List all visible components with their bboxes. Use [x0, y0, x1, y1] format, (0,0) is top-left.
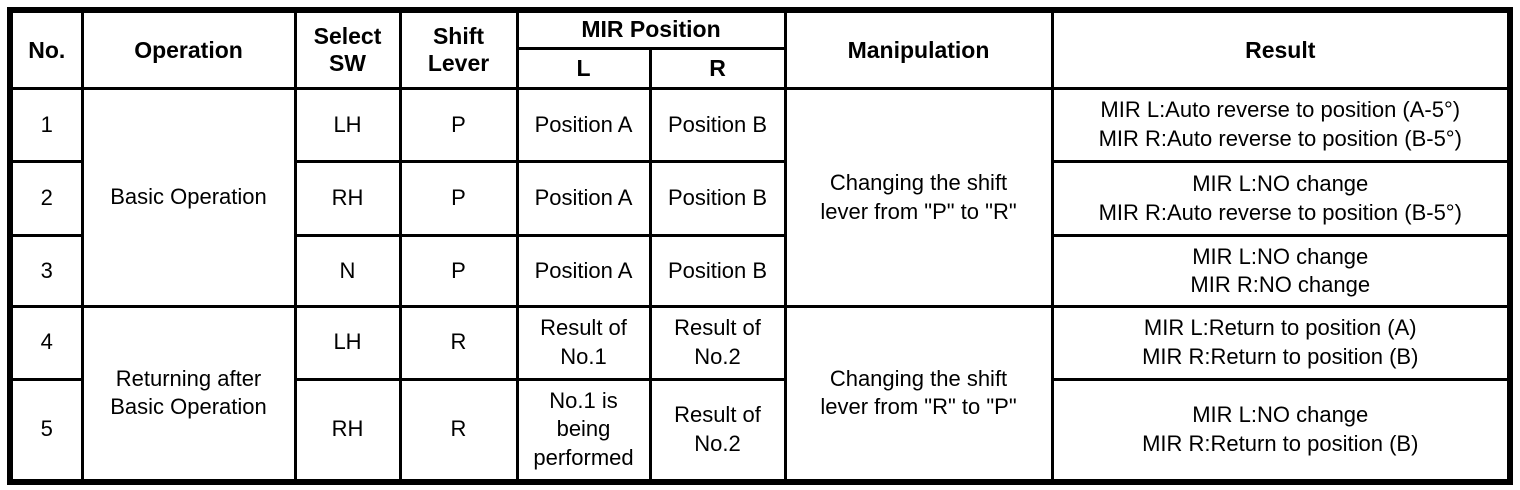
mir-l-cell: No.1 is being performed: [515, 377, 652, 484]
header-mir-r: R: [648, 46, 787, 91]
select-sw-cell: RH: [293, 377, 402, 484]
select-sw-cell: LH: [293, 87, 402, 163]
table-row: 1 Basic Operation LH P Position A Positi…: [8, 87, 1512, 308]
select-sw-cell: RH: [293, 159, 402, 238]
no-cell: 5: [8, 377, 84, 484]
shift-lever-cell: P: [398, 234, 519, 308]
mir-l-cell: Result of No.1: [515, 304, 652, 381]
mir-r-cell: Result of No.2: [648, 377, 787, 484]
header-no: No.: [8, 8, 84, 91]
header-shift-lever: Shift Lever: [398, 8, 519, 91]
header-operation: Operation: [80, 8, 297, 91]
header-mir-position: MIR Position: [515, 8, 787, 50]
mir-r-cell: Position B: [648, 159, 787, 238]
select-sw-cell: N: [293, 234, 402, 308]
shift-lever-cell: R: [398, 304, 519, 381]
mir-r-cell: Result of No.2: [648, 304, 787, 381]
operation-cell: Basic Operation: [80, 87, 297, 308]
mir-operation-table: No. Operation Select SW Shift Lever MIR …: [7, 7, 1513, 485]
result-cell: MIR L:NO change MIR R:NO change: [1050, 234, 1512, 308]
select-sw-cell: LH: [293, 304, 402, 381]
header-result: Result: [1050, 8, 1512, 91]
no-cell: 4: [8, 304, 84, 381]
header-select-sw: Select SW: [293, 8, 402, 91]
result-cell: MIR L:NO change MIR R:Return to position…: [1050, 377, 1512, 484]
shift-lever-cell: P: [398, 87, 519, 163]
result-cell: MIR L:Return to position (A) MIR R:Retur…: [1050, 304, 1512, 381]
mir-r-cell: Position B: [648, 87, 787, 163]
manipulation-cell: Changing the shift lever from "P" to "R": [783, 87, 1054, 308]
header-mir-l: L: [515, 46, 652, 91]
header-manipulation: Manipulation: [783, 8, 1054, 91]
manipulation-cell: Changing the shift lever from "R" to "P": [783, 304, 1054, 484]
shift-lever-cell: P: [398, 159, 519, 238]
no-cell: 3: [8, 234, 84, 308]
table-row: 4 Returning after Basic Operation LH R R…: [8, 304, 1512, 484]
no-cell: 1: [8, 87, 84, 163]
mir-l-cell: Position A: [515, 87, 652, 163]
table-row: 2 RH P Position A Position B MIR L:NO ch…: [8, 159, 1512, 238]
table-row: 3 N P Position A Position B MIR L:NO cha…: [8, 234, 1512, 308]
header-row-2: L R: [10, 46, 1510, 91]
result-cell: MIR L:Auto reverse to position (A-5°) MI…: [1050, 87, 1512, 163]
operation-cell: Returning after Basic Operation: [80, 304, 297, 484]
no-cell: 2: [8, 159, 84, 238]
mir-r-cell: Position B: [648, 234, 787, 308]
mir-l-cell: Position A: [515, 234, 652, 308]
shift-lever-cell: R: [398, 377, 519, 484]
mir-l-cell: Position A: [515, 159, 652, 238]
result-cell: MIR L:NO change MIR R:Auto reverse to po…: [1050, 159, 1512, 238]
table-row: 5 RH R No.1 is being performed Result of…: [8, 377, 1512, 484]
header-row-1: No. Operation Select SW Shift Lever MIR …: [8, 8, 1512, 91]
